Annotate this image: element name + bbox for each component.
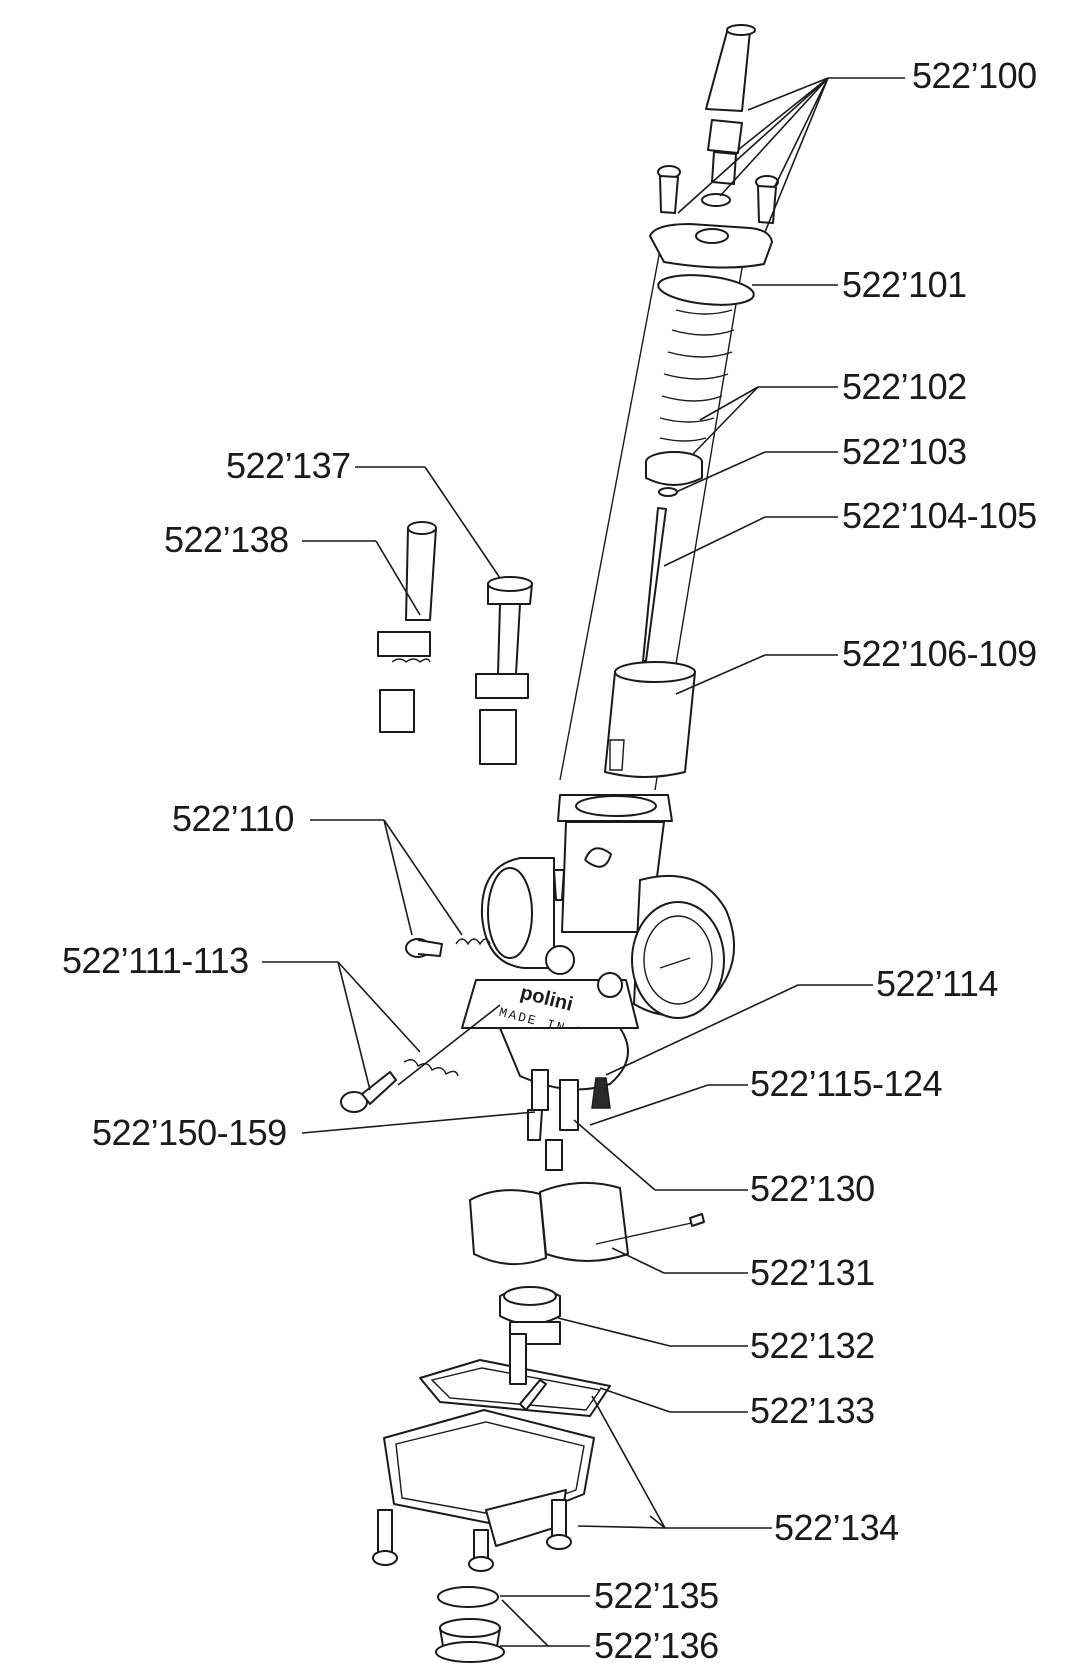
label-522-138: 522’138 bbox=[164, 519, 289, 560]
label-522-137: 522’137 bbox=[226, 445, 351, 486]
label-522-150-159: 522’150-159 bbox=[92, 1112, 287, 1153]
label-522-111-113: 522’111-113 bbox=[62, 940, 249, 981]
drain-o-ring bbox=[437, 1586, 499, 1608]
cap-screws bbox=[657, 165, 779, 224]
choke-plunger-137 bbox=[475, 576, 533, 765]
parts-drawing: polini MADE IN ITALY bbox=[340, 24, 779, 1663]
label-522-134: 522’134 bbox=[774, 1507, 899, 1548]
label-522-100: 522’100 bbox=[912, 55, 1037, 96]
label-522-115-124: 522’115-124 bbox=[750, 1063, 942, 1104]
label-522-101: 522’101 bbox=[842, 264, 967, 305]
jets bbox=[527, 1069, 611, 1171]
o-ring bbox=[657, 274, 755, 306]
label-522-136: 522’136 bbox=[594, 1625, 719, 1666]
gasket bbox=[419, 1333, 611, 1417]
label-522-133: 522’133 bbox=[750, 1390, 875, 1431]
jet-needle bbox=[642, 507, 667, 662]
leader-lines bbox=[262, 77, 905, 1647]
label-522-102: 522’102 bbox=[842, 366, 967, 407]
spring-seat bbox=[645, 451, 703, 486]
choke-plunger-138 bbox=[377, 521, 437, 733]
throttle-slide bbox=[604, 661, 696, 778]
label-522-103: 522’103 bbox=[842, 431, 967, 472]
part-labels: 522’100 522’101 522’102 522’103 522’104-… bbox=[62, 55, 1037, 1666]
float bbox=[469, 1181, 705, 1266]
label-522-114: 522’114 bbox=[876, 963, 998, 1004]
mixture-screw bbox=[340, 1059, 459, 1113]
label-522-106-109: 522’106-109 bbox=[842, 633, 1037, 674]
drain-plug bbox=[435, 1618, 505, 1663]
bowl-screws bbox=[372, 1499, 572, 1572]
clip bbox=[658, 487, 678, 497]
carburetor-body: polini MADE IN ITALY bbox=[461, 794, 736, 1091]
label-522-104-105: 522’104-105 bbox=[842, 495, 1037, 536]
label-522-135: 522’135 bbox=[594, 1575, 719, 1616]
float-bowl bbox=[383, 1379, 595, 1547]
top-cap bbox=[649, 223, 773, 269]
label-522-132: 522’132 bbox=[750, 1325, 875, 1366]
label-522-131: 522’131 bbox=[750, 1252, 875, 1293]
spring bbox=[659, 309, 735, 442]
label-522-110: 522’110 bbox=[172, 798, 294, 839]
cable-adjuster bbox=[701, 24, 756, 207]
label-522-130: 522’130 bbox=[750, 1168, 875, 1209]
idle-screw bbox=[405, 938, 491, 958]
